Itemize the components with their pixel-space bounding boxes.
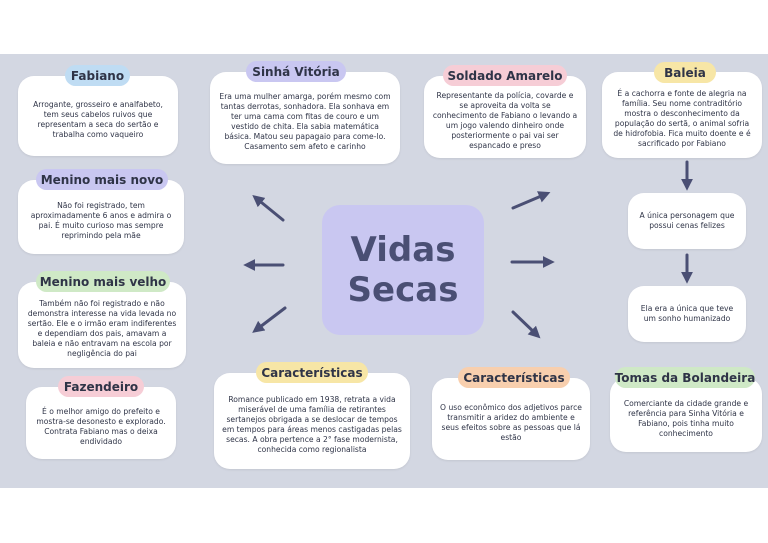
menino-mais-velho-title: Menino mais velho [36,271,170,292]
menino-mais-novo-title: Menino mais novo [36,169,168,190]
caracteristicas-2-title: Características [458,367,570,388]
baleia-humanized-dream-card: Ela era a única que teve um sonho humani… [628,286,746,342]
central-topic-line1: Vidas [350,230,456,270]
caracteristicas-1-title: Características [256,362,368,383]
tomas-bolandeira-text: Comerciante da cidade grande e referênci… [623,399,749,438]
fabiano-title: Fabiano [65,65,130,86]
soldado-amarelo-card: Representante da polícia, covarde e se a… [424,76,586,158]
menino-mais-velho-card: Também não foi registrado e não demonstr… [18,282,186,368]
baleia-humanized-dream-text: Ela era a única que teve um sonho humani… [640,304,734,323]
baleia-title: Baleia [654,62,716,83]
menino-mais-novo-text: Não foi registrado, tem aproximadamente … [30,201,172,240]
sinha-vitoria-card: Era uma mulher amarga, porém mesmo com t… [210,72,400,164]
caracteristicas-1-card: Romance publicado em 1938, retrata a vid… [214,373,410,469]
fazendeiro-text: É o melhor amigo do prefeito e mostra-se… [36,407,166,446]
fazendeiro-card: É o melhor amigo do prefeito e mostra-se… [26,387,176,459]
caracteristicas-2-text: O uso econômico dos adjetivos parce tran… [440,403,582,442]
sinha-vitoria-title: Sinhá Vitória [246,61,346,82]
central-topic-line2: Secas [347,270,459,310]
fabiano-text: Arrogante, grosseiro e analfabeto, tem s… [33,100,163,139]
caracteristicas-2-card: O uso econômico dos adjetivos parce tran… [432,378,590,460]
menino-mais-novo-card: Não foi registrado, tem aproximadamente … [18,180,184,254]
soldado-amarelo-title: Soldado Amarelo [443,65,567,86]
baleia-card: É a cachorra e fonte de alegria na famíl… [602,72,762,158]
soldado-amarelo-text: Representante da polícia, covarde e se a… [432,91,578,150]
tomas-bolandeira-title: Tomas da Bolandeira [615,367,755,388]
fazendeiro-title: Fazendeiro [58,376,144,397]
sinha-vitoria-text: Era uma mulher amarga, porém mesmo com t… [219,92,391,151]
central-topic: Vidas Secas [322,205,484,335]
baleia-text: É a cachorra e fonte de alegria na famíl… [613,89,751,148]
caracteristicas-1-text: Romance publicado em 1938, retrata a vid… [222,395,402,454]
baleia-happy-scenes-card: A única personagem que possui cenas feli… [628,193,746,249]
fabiano-card: Arrogante, grosseiro e analfabeto, tem s… [18,76,178,156]
tomas-bolandeira-card: Comerciante da cidade grande e referênci… [610,378,762,452]
menino-mais-velho-text: Também não foi registrado e não demonstr… [27,299,177,358]
baleia-happy-scenes-text: A única personagem que possui cenas feli… [639,211,735,230]
